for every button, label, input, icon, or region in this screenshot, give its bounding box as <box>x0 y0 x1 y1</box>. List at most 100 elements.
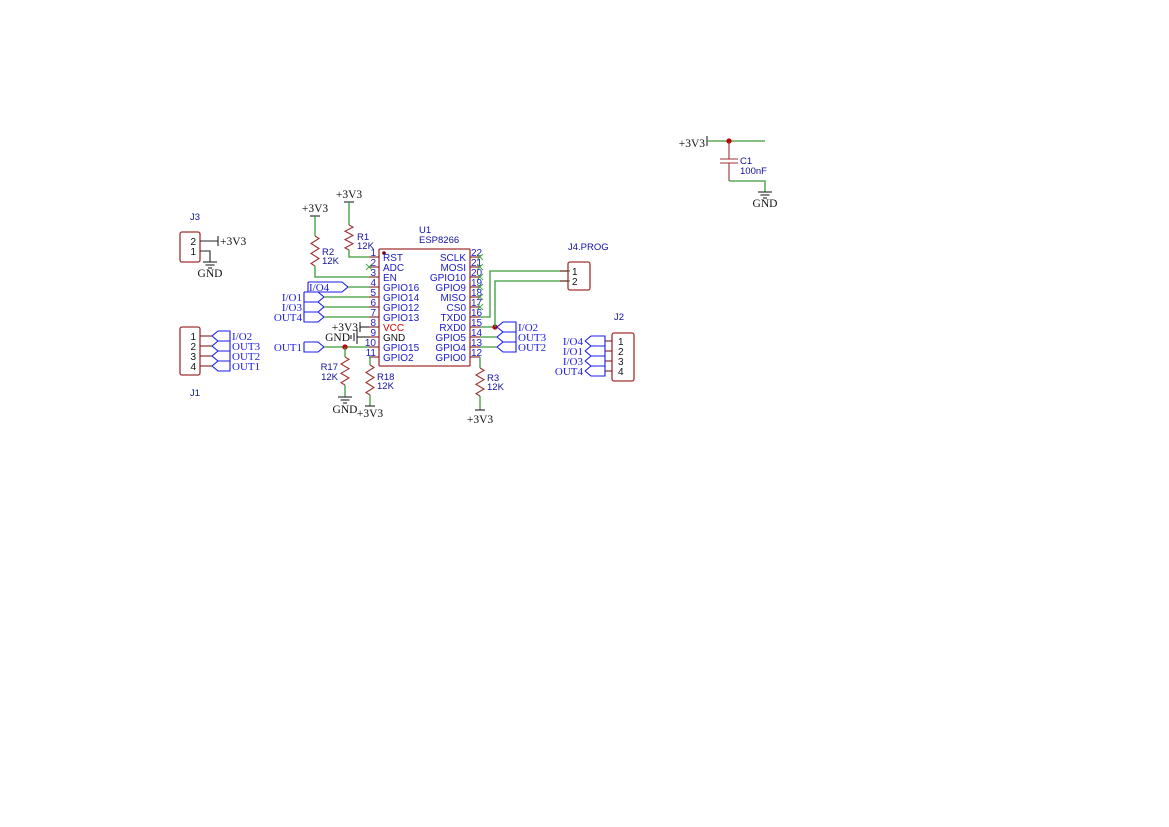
r18-ref: R18 <box>377 372 394 383</box>
pin-number: 4 <box>618 367 624 378</box>
pin-name: GND <box>383 333 405 344</box>
resistor-r18 <box>364 364 376 396</box>
wire-txd0 <box>480 270 570 318</box>
pin-number: 17 <box>471 298 483 309</box>
pin-number: 8 <box>370 318 376 329</box>
pin-name: RXD0 <box>439 323 466 334</box>
net-label-io4: I/O4 <box>309 282 330 294</box>
net-label: I/O1 <box>563 346 583 358</box>
pin-number: 22 <box>471 248 483 259</box>
r17-value: 12K <box>321 372 339 383</box>
pin-number: 9 <box>370 328 376 339</box>
c1-value: 100nF <box>740 166 767 177</box>
resistor-r17 <box>339 356 351 386</box>
pin-name: RST <box>383 253 403 264</box>
net-label: OUT3 <box>232 341 261 353</box>
wire <box>348 250 369 258</box>
global-label-shape <box>496 341 517 353</box>
pin-number: 11 <box>366 348 377 359</box>
net-label: OUT4 <box>555 366 584 378</box>
power-label: +3V3 <box>679 138 706 150</box>
ground-label: GND <box>198 268 223 280</box>
net-label: I/O1 <box>282 292 302 304</box>
net-label: OUT2 <box>232 351 260 363</box>
power-label: +3V3 <box>467 414 494 426</box>
pin-name: CS0 <box>447 303 467 314</box>
pin-number: 3 <box>618 357 624 368</box>
ground-label: GND <box>753 198 778 210</box>
global-label-shape <box>303 301 325 313</box>
global-label-shape <box>584 345 606 357</box>
pin-number: 10 <box>365 338 377 349</box>
pin-name: GPIO16 <box>383 283 420 294</box>
pin-name: VCC <box>383 323 404 334</box>
net-label: I/O2 <box>232 331 252 343</box>
pin-number: 1 <box>618 337 624 348</box>
j4-ref: J4.PROG <box>568 242 609 253</box>
r3-ref: R3 <box>487 373 499 384</box>
pin-number: 14 <box>471 328 483 339</box>
net-label: OUT2 <box>518 342 546 354</box>
pin-name: GPIO0 <box>435 353 466 364</box>
pin-number: 2 <box>190 342 196 353</box>
pin-name: TXD0 <box>440 313 466 324</box>
pin-number: 3 <box>190 352 196 363</box>
connector-j4 <box>567 261 591 291</box>
global-label-shape <box>584 335 606 347</box>
pin1-marker <box>382 251 386 255</box>
gnd-power-label: GND <box>325 332 350 344</box>
pin-name: MISO <box>440 293 466 304</box>
pin-number: 7 <box>370 308 376 319</box>
net-label: OUT4 <box>274 312 303 324</box>
connector-j2 <box>611 332 635 382</box>
pin-number: 4 <box>370 278 376 289</box>
pin-name: GPIO9 <box>435 283 466 294</box>
net-label: I/O2 <box>518 322 538 334</box>
power-label: +3V3 <box>220 236 247 248</box>
r2-ref: R2 <box>322 247 334 258</box>
wire <box>729 180 766 192</box>
global-label-shape <box>211 360 231 372</box>
no-connect-icon <box>476 293 484 301</box>
global-label-shape <box>211 330 231 342</box>
no-connect-icon <box>476 273 484 281</box>
u1-ref: U1 <box>419 225 431 236</box>
pin-number: 3 <box>370 268 376 279</box>
global-label-shape <box>211 350 231 362</box>
net-label: OUT1 <box>232 361 260 373</box>
power-label: +3V3 <box>357 408 384 420</box>
pin-number: 1 <box>370 248 376 259</box>
pin-name: ADC <box>383 263 404 274</box>
pin-number: 1 <box>572 267 578 278</box>
r1-value: 12K <box>357 241 375 252</box>
no-connect-icon <box>476 263 484 271</box>
global-label-shape <box>303 291 325 303</box>
global-label-shape <box>496 321 517 333</box>
j2-ref: J2 <box>614 312 624 323</box>
j1-ref: J1 <box>190 388 200 399</box>
r1-ref: R1 <box>357 232 369 243</box>
global-label-shape <box>584 355 606 367</box>
wire <box>369 356 371 365</box>
global-label-shape <box>303 311 325 323</box>
global-label-shape <box>307 281 349 293</box>
pin-number: 1 <box>190 247 196 258</box>
pin-number: 2 <box>370 258 376 269</box>
no-connect-icon <box>476 303 484 311</box>
pin-name: GPIO12 <box>383 303 420 314</box>
pin-number: 15 <box>471 318 483 329</box>
c1-ref: C1 <box>740 156 752 167</box>
j3-ref: J3 <box>190 212 200 223</box>
pin-name: MOSI <box>440 263 466 274</box>
wire <box>314 266 369 278</box>
pin-number: 13 <box>471 338 483 349</box>
connector-j3 <box>179 231 201 263</box>
r2-value: 12K <box>322 256 340 267</box>
no-connect-icon <box>476 283 484 291</box>
resistor-r2 <box>309 235 321 267</box>
ground-label: GND <box>333 404 358 416</box>
wire-rxd0 <box>494 280 570 327</box>
pin-number: 2 <box>190 237 196 248</box>
pin-number: 18 <box>471 288 483 299</box>
